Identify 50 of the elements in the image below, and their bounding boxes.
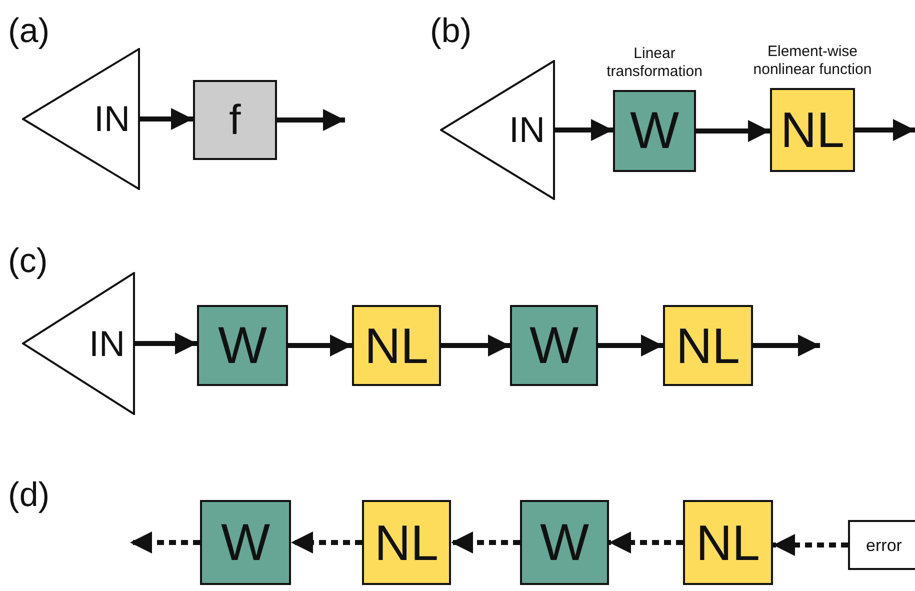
panel-label: (a)	[8, 14, 50, 48]
process-box	[520, 500, 609, 585]
panel-label: (d)	[8, 478, 50, 512]
arrow	[288, 334, 352, 356]
arrow	[855, 119, 915, 141]
node-label: error	[866, 536, 902, 554]
process-box	[193, 80, 277, 160]
annotation-text: Linear transformation	[606, 44, 704, 82]
input-triangle	[440, 60, 555, 200]
panel-label: (c)	[8, 244, 48, 278]
arrow	[441, 334, 510, 356]
node-label: W	[540, 516, 590, 568]
arrow	[291, 532, 362, 554]
process-box	[362, 500, 451, 585]
process-box	[200, 500, 291, 585]
process-box	[848, 520, 915, 570]
annotation-text: Element-wise nonlinear function	[752, 42, 872, 80]
node-label: W	[218, 320, 268, 372]
node-label: IN	[509, 112, 545, 148]
process-box	[613, 90, 696, 172]
arrow	[451, 532, 520, 554]
arrow	[598, 334, 663, 356]
node-label: W	[630, 105, 680, 157]
process-box	[352, 305, 441, 386]
node-label: NL	[696, 518, 760, 568]
arrow	[140, 108, 193, 130]
arrow	[555, 119, 613, 141]
node-label: NL	[374, 518, 438, 568]
node-label: W	[529, 320, 579, 372]
process-box	[197, 305, 288, 386]
process-box	[770, 88, 855, 172]
process-box	[510, 305, 598, 386]
arrow	[135, 332, 197, 354]
input-triangle	[22, 48, 140, 190]
arrow	[773, 534, 848, 556]
arrow	[277, 109, 345, 131]
arrow	[130, 532, 200, 554]
process-box	[683, 500, 773, 585]
arrow	[696, 120, 770, 142]
node-label: IN	[94, 101, 130, 137]
node-label: f	[229, 99, 241, 141]
node-label: IN	[89, 326, 125, 362]
node-label: W	[220, 516, 270, 568]
process-box	[663, 305, 753, 386]
arrow	[753, 334, 820, 356]
node-label: NL	[676, 320, 740, 370]
node-label: NL	[780, 105, 844, 155]
arrow	[609, 532, 683, 554]
node-label: NL	[364, 320, 428, 370]
panel-label: (b)	[430, 14, 472, 48]
